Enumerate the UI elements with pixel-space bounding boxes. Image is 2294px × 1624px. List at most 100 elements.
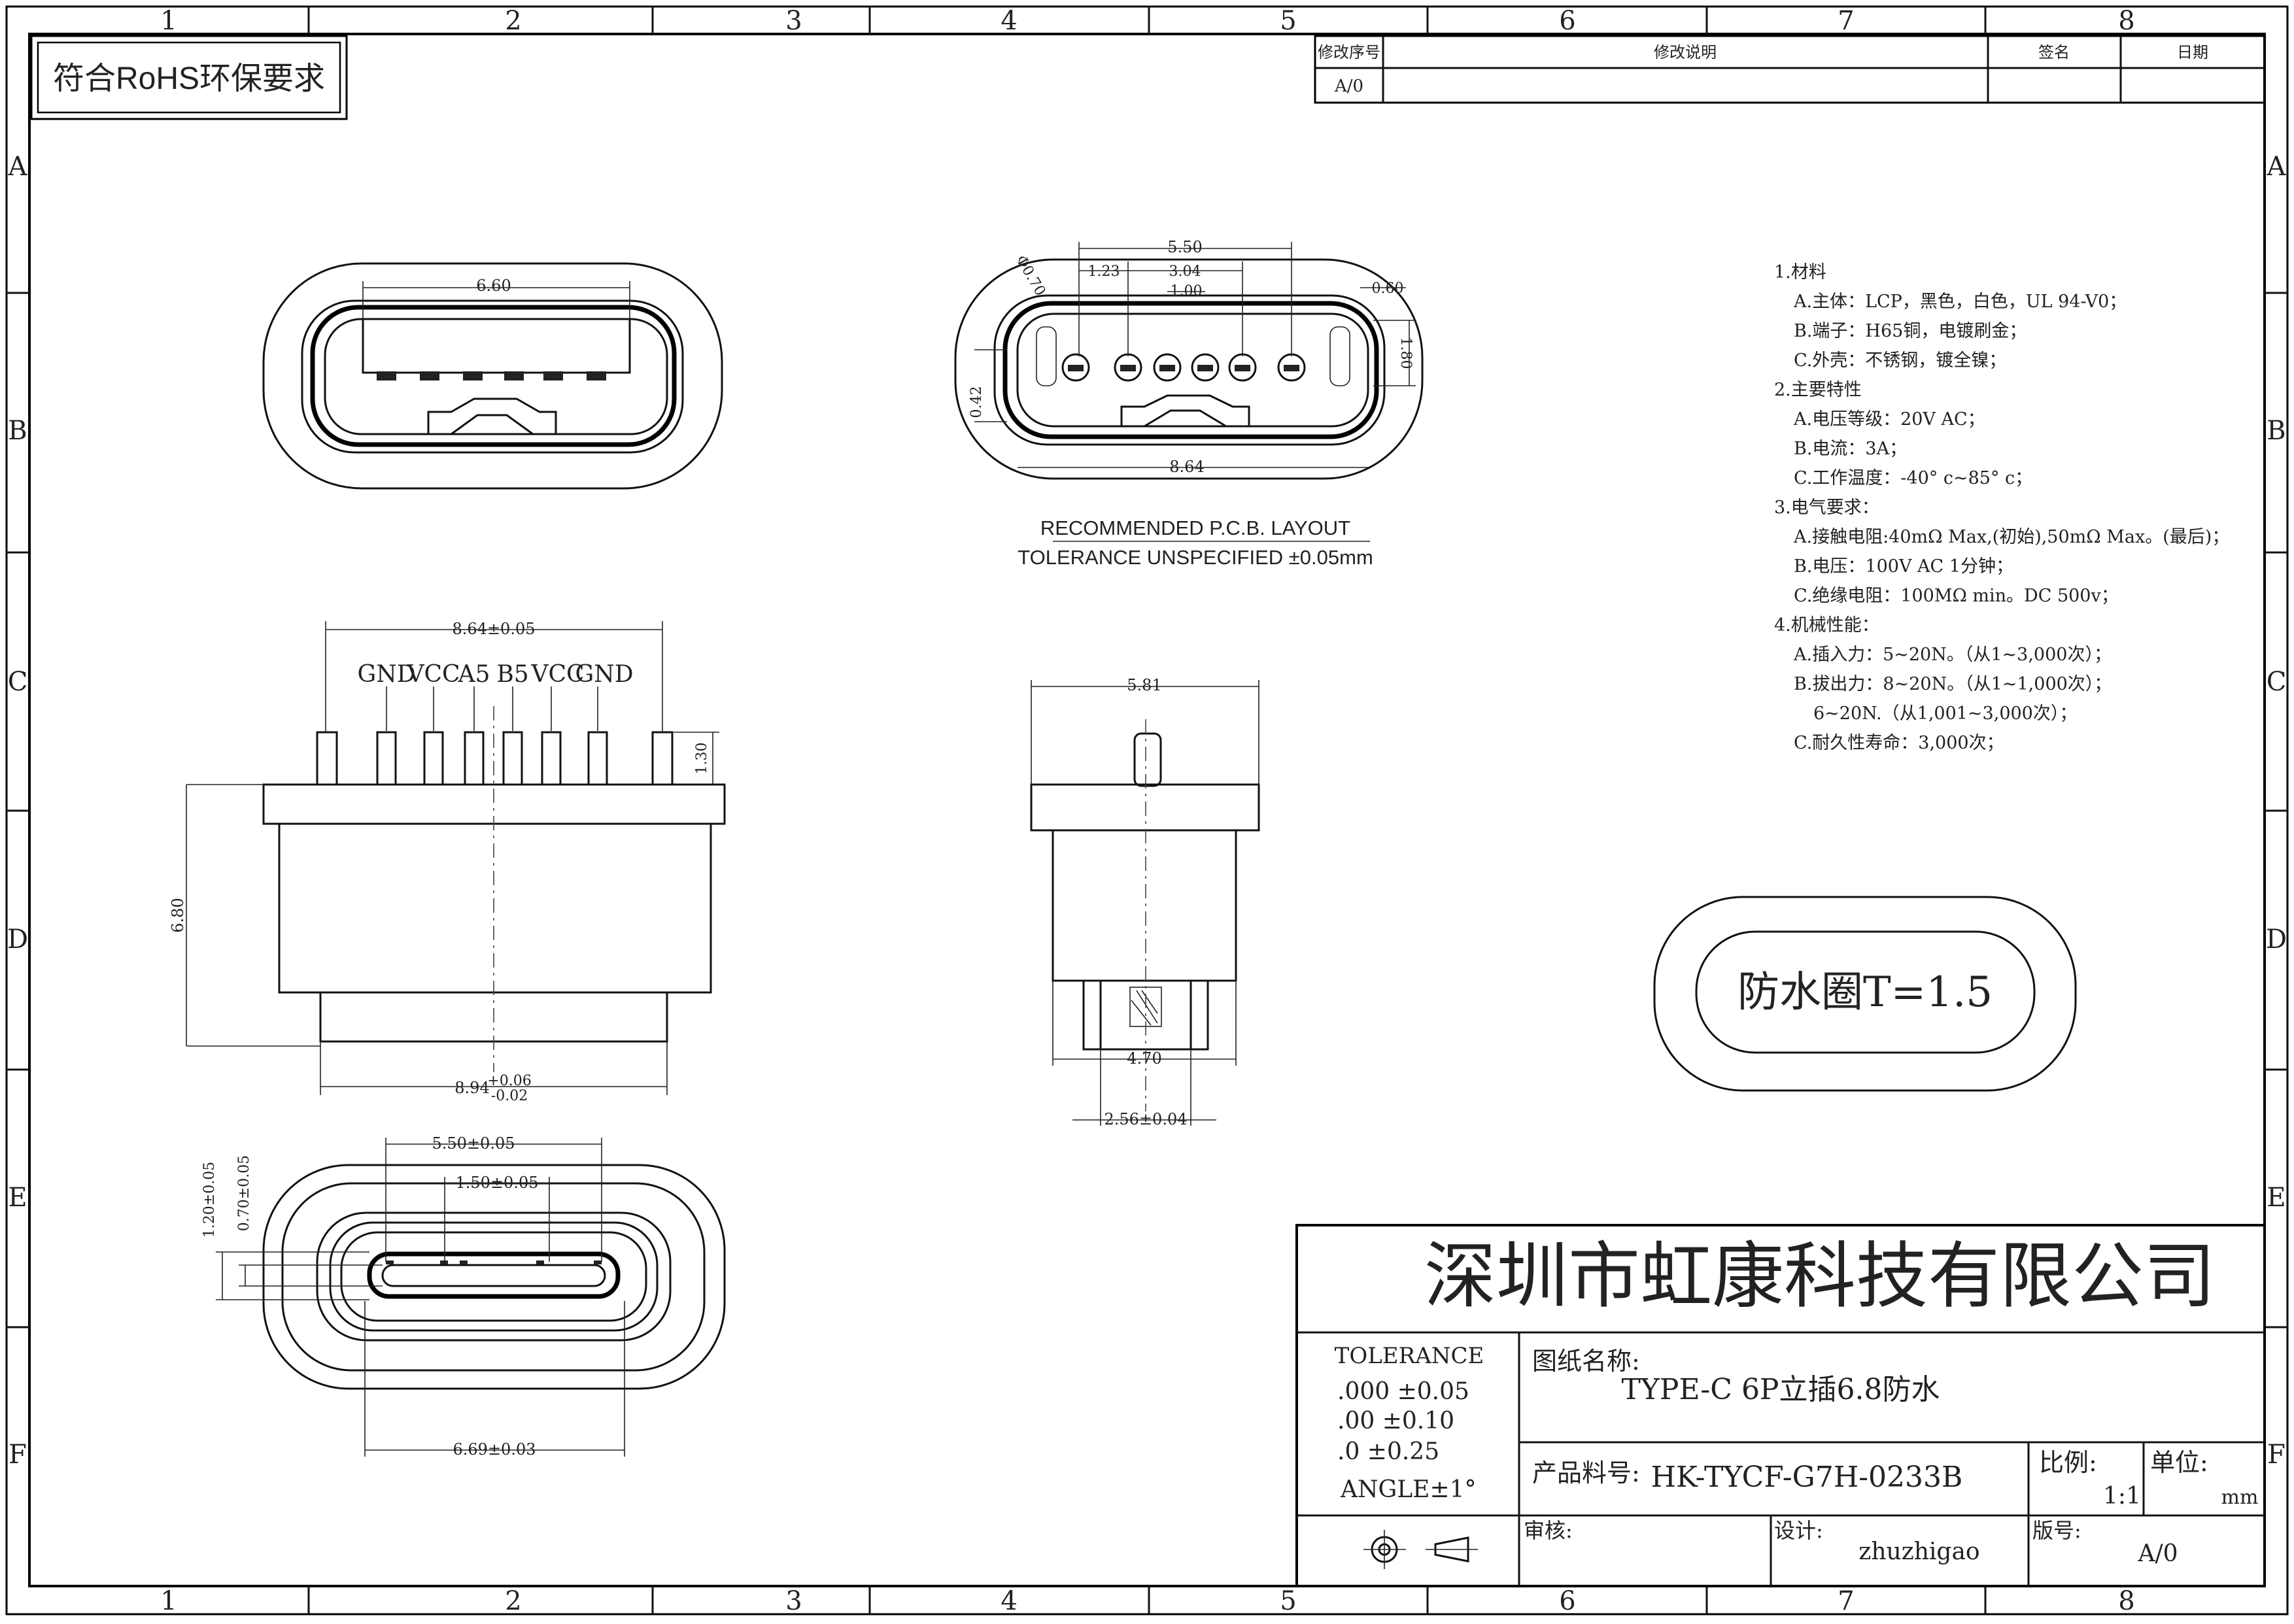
pcb-caption-line2: TOLERANCE UNSPECIFIED ±0.05mm	[1018, 546, 1373, 569]
grid-row-label: A	[8, 152, 28, 182]
scale-value: 1:1	[2103, 1483, 2141, 1510]
note-line: C.工作温度：-40° c~85° c；	[1794, 468, 2032, 488]
design-label: 设计:	[1774, 1518, 1823, 1543]
projection-symbol-icon	[1363, 1530, 1478, 1569]
note-line: A.插入力：5~20N。（从1~3,000次）；	[1793, 645, 2112, 665]
unit-label: 单位:	[2150, 1448, 2208, 1477]
unit-value: mm	[2221, 1486, 2259, 1509]
rohs-text: 符合RoHS环保要求	[53, 61, 325, 96]
part-no-label: 产品料号:	[1532, 1459, 1640, 1487]
drawing-name-label: 图纸名称:	[1532, 1347, 1640, 1376]
version-label: 版号:	[2032, 1518, 2081, 1543]
note-line: C.绝缘电阻：100MΩ min。DC 500v；	[1794, 586, 2119, 606]
pcb-pitch-dim: 1.00	[1171, 283, 1203, 299]
pin-label-b5: B5	[496, 661, 528, 688]
note-line: B.电压：100V AC 1分钟；	[1794, 556, 2013, 577]
sheet-frame: 1 2 3 4 5 6 7 8 1 2 3 4 5 6 7 8 A B C D …	[5, 5, 2289, 1616]
grid-row-label: B	[2267, 416, 2285, 446]
grid-col-label: 4	[1001, 6, 1017, 36]
note-line: B.拔出力：8~20N。（从1~1,000次）；	[1794, 674, 2112, 694]
grid-col-label: 4	[1001, 1586, 1017, 1616]
title-block: 深圳市虹康科技有限公司 TOLERANCE .000 ±0.05 .00 ±0.…	[1295, 1224, 2266, 1587]
tolerance-row: .0 ±0.25	[1337, 1438, 1439, 1465]
grid-row-label: C	[8, 667, 28, 697]
rev-header-desc: 修改说明	[1654, 44, 1717, 61]
grid-col-label: 5	[1280, 1586, 1296, 1616]
grid-row-label: F	[2267, 1440, 2285, 1470]
end-base-dim: 4.70	[1127, 1049, 1161, 1068]
note-line: C.外壳：不锈钢，镀全镍；	[1794, 350, 2006, 371]
tolerance-row: ANGLE±1°	[1340, 1476, 1477, 1503]
scale-label: 比例:	[2039, 1448, 2097, 1477]
review-label: 审核:	[1524, 1518, 1573, 1543]
grid-row-label: E	[8, 1183, 27, 1213]
company-name: 深圳市虹康科技有限公司	[1424, 1234, 2216, 1318]
part-no: HK-TYCF-G7H-0233B	[1651, 1461, 1963, 1494]
grid-col-label: 3	[785, 6, 802, 36]
grid-col-label: 8	[2118, 1586, 2134, 1616]
pin-label-vcc-left: VCC	[406, 661, 460, 688]
grid-col-label: 1	[160, 1586, 177, 1616]
grid-col-label: 1	[160, 6, 177, 36]
tolerance-title: TOLERANCE	[1335, 1343, 1484, 1369]
bottom-outer-dim: 5.50±0.05	[432, 1134, 515, 1153]
grid-col-label: 7	[1838, 6, 1854, 36]
grid-col-label: 5	[1280, 6, 1296, 36]
grid-row-label: B	[8, 416, 27, 446]
end-view: 5.81 4.70 2.56±0.04	[1030, 676, 1260, 1128]
note-line: B.端子：H65铜，电镀刷金；	[1794, 321, 2027, 341]
bottom-height1-dim: 1.20±0.05	[201, 1162, 218, 1238]
side-bottom-dim: 8.94	[454, 1079, 489, 1097]
note-line: A.电压等级：20V AC；	[1793, 409, 1985, 430]
note-line: 4.机械性能：	[1774, 615, 1879, 635]
end-pin-dim: 2.56±0.04	[1104, 1110, 1188, 1128]
front-view: 6.60	[262, 262, 723, 490]
pin-label-a5: A5	[458, 661, 490, 688]
side-height-dim: 6.80	[169, 898, 187, 932]
grid-row-label: F	[9, 1440, 27, 1470]
front-width-dim: 6.60	[476, 277, 511, 295]
bottom-bottom-dim: 6.69±0.03	[453, 1440, 536, 1459]
pcb-right-offset-dim: 0.60	[1372, 280, 1404, 297]
pcb-overall-dim: 5.50	[1167, 238, 1202, 256]
gasket-view: 防水圈T=1.5	[1653, 896, 2077, 1092]
pcb-left-offset-dim: 1.23	[1088, 263, 1120, 280]
bottom-view: 5.50±0.05 1.50±0.05 1.20±0.05 0.70±0.05 …	[201, 1134, 726, 1459]
grid-col-label: 8	[2118, 6, 2134, 36]
grid-row-label: D	[7, 924, 28, 955]
note-line: B.电流：3A；	[1794, 439, 1907, 459]
grid-row-label: D	[2266, 924, 2287, 955]
note-line: C.耐久性寿命：3,000次；	[1794, 733, 2004, 753]
technical-notes: 1.材料 A.主体：LCP，黑色，白色，UL 94-V0； B.端子：H65铜，…	[1774, 262, 2229, 753]
rev-header-date: 日期	[2177, 44, 2208, 61]
version-value: A/0	[2137, 1540, 2178, 1567]
bottom-height2-dim: 0.70±0.05	[236, 1155, 252, 1231]
grid-row-label: A	[2267, 152, 2287, 182]
rohs-badge: 符合RoHS环保要求	[30, 35, 348, 120]
grid-row-label: E	[2267, 1183, 2285, 1213]
pcb-layout-view: 5.50 1.23 3.04 1.00 0.60 1.80 0.42 Φ0.70…	[954, 238, 1424, 569]
pcb-caption-line1: RECOMMENDED P.C.B. LAYOUT	[1040, 516, 1350, 539]
end-width-dim: 5.81	[1127, 676, 1161, 694]
pcb-bottom-dim: 8.64	[1169, 458, 1204, 476]
grid-col-label: 2	[505, 6, 521, 36]
note-line: 3.电气要求：	[1774, 498, 1879, 518]
drawing-name: TYPE-C 6P立插6.8防水	[1621, 1373, 1940, 1406]
pcb-left-gap-dim: 0.42	[968, 386, 985, 418]
side-bottom-tol-minus: -0.02	[491, 1088, 528, 1104]
side-view: GND VCC A5 B5 VCC GND 8.64±0.05 1.30 6.8…	[169, 620, 726, 1104]
gasket-label: 防水圈T=1.5	[1738, 968, 1993, 1017]
pin-label-gnd-right: GND	[575, 661, 633, 688]
designer-name: zhuzhigao	[1858, 1538, 1979, 1565]
revision-table: 修改序号 修改说明 签名 日期 A/0	[1314, 35, 2266, 104]
tolerance-row: .000 ±0.05	[1337, 1378, 1469, 1405]
side-width-dim: 8.64±0.05	[453, 620, 536, 638]
note-line: A.主体：LCP，黑色，白色，UL 94-V0；	[1793, 292, 2127, 312]
pin-label-gnd-left: GND	[357, 661, 415, 688]
pcb-pitch-span-dim: 3.04	[1169, 263, 1201, 280]
side-pin-length-dim: 1.30	[694, 743, 710, 775]
note-line: 6~20N.（从1,001~3,000次）；	[1813, 703, 2077, 724]
rev-header-sign: 签名	[2038, 44, 2070, 61]
